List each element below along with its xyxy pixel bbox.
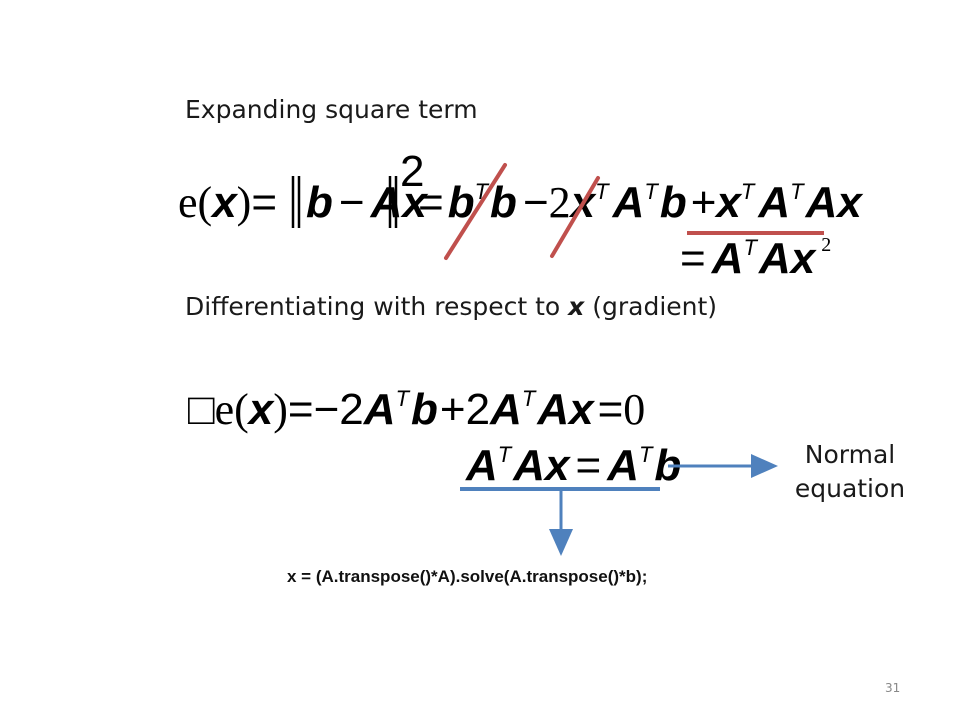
strike-line-xTATb bbox=[550, 176, 600, 258]
gradient-plus2: +2 bbox=[440, 385, 490, 434]
gradient-e: e bbox=[215, 385, 235, 434]
gradient-T1: T bbox=[396, 386, 411, 411]
eq1-norm-squared: 2 bbox=[400, 147, 424, 196]
normal-equation-label: Normal equation bbox=[780, 438, 920, 506]
eq2-A: A bbox=[711, 234, 744, 283]
gradient-nabla-icon: □ bbox=[188, 385, 215, 434]
strike-line-bTb bbox=[444, 163, 507, 260]
eq1-T5: T bbox=[790, 179, 805, 204]
eq1-rparen: ) bbox=[237, 178, 252, 227]
eq1-A-in-norm: A bbox=[370, 178, 403, 227]
normal-eq-text: ATAx=ATb bbox=[465, 441, 681, 490]
normal-A2: A bbox=[606, 441, 639, 490]
gradient-A1: A bbox=[363, 385, 396, 434]
eq2-equals: = bbox=[680, 234, 706, 283]
eq1-x4: x bbox=[835, 178, 863, 227]
eq1-equals-2: = bbox=[418, 178, 444, 227]
equation-gradient: □e(x)=−2ATb+2ATAx=0 bbox=[188, 385, 645, 434]
equation-expansion: e(x)= b−Ax 2 =bTb−2xTATb+xTATAx bbox=[178, 147, 863, 260]
gradient-Ax: Ax bbox=[536, 385, 595, 434]
eq2-T: T bbox=[743, 235, 758, 260]
gradient-text: □e(x)=−2ATb+2ATAx=0 bbox=[188, 385, 645, 434]
eq1-rhs: =bTb−2xTATb+xTATAx bbox=[418, 178, 863, 227]
page-number: 31 bbox=[885, 681, 901, 695]
eq1-two: 2 bbox=[549, 178, 571, 227]
gradient-rparen: ) bbox=[273, 385, 288, 434]
eq1-b3: b bbox=[660, 178, 687, 227]
eq1-A4: A bbox=[805, 178, 838, 227]
eq1-plus: + bbox=[691, 178, 717, 227]
eq1-A2: A bbox=[612, 178, 645, 227]
heading-diff-variable: x bbox=[568, 292, 585, 321]
equation-expansion-text: e(x)= bbox=[178, 178, 277, 227]
gradient-equals-2: = bbox=[598, 385, 624, 434]
normal-label-line1: Normal bbox=[804, 440, 896, 469]
gradient-T2: T bbox=[522, 386, 537, 411]
gradient-b: b bbox=[411, 385, 438, 434]
gradient-x: x bbox=[247, 385, 275, 434]
normal-Ax: Ax bbox=[512, 441, 571, 490]
eq1-x3: x bbox=[714, 178, 742, 227]
equation-normal: ATAx=ATb bbox=[460, 441, 681, 491]
heading-expanding-square-term: Expanding square term bbox=[185, 95, 478, 124]
heading-differentiating: Differentiating with respect to x (gradi… bbox=[185, 292, 717, 321]
gradient-lparen: ( bbox=[234, 385, 249, 434]
eq1-x: x bbox=[210, 178, 238, 227]
eq1-minus-in-norm: − bbox=[339, 178, 365, 227]
code-line: x = (A.transpose()*A).solve(A.transpose(… bbox=[287, 567, 648, 586]
eq1-e: e bbox=[178, 178, 198, 227]
eq1-b-in-norm: b bbox=[306, 178, 333, 227]
eq1-x-in-norm: x bbox=[400, 178, 428, 227]
eq1-minus: − bbox=[523, 178, 549, 227]
eq1-A3: A bbox=[757, 178, 790, 227]
eq1-T2: T bbox=[595, 179, 610, 204]
eq1-equals-1: = bbox=[251, 178, 277, 227]
normal-T1: T bbox=[498, 442, 513, 467]
eq1-T4: T bbox=[741, 179, 756, 204]
eq2-squared: 2 bbox=[821, 234, 831, 256]
gradient-equals: = bbox=[288, 385, 314, 434]
eq1-lparen: ( bbox=[198, 178, 213, 227]
eq1-b2: b bbox=[490, 178, 517, 227]
heading-diff-suffix: (gradient) bbox=[584, 292, 718, 321]
normal-T2: T bbox=[639, 442, 654, 467]
normal-label-line2: equation bbox=[794, 474, 906, 503]
gradient-zero: 0 bbox=[623, 385, 645, 434]
normal-A1: A bbox=[465, 441, 498, 490]
normal-equals: = bbox=[575, 441, 601, 490]
gradient-neg2: −2 bbox=[314, 385, 364, 434]
heading-diff-prefix: Differentiating with respect to bbox=[185, 292, 569, 321]
eq1-T3: T bbox=[644, 179, 659, 204]
gradient-A2: A bbox=[489, 385, 522, 434]
eq2-Ax: Ax bbox=[758, 234, 817, 283]
